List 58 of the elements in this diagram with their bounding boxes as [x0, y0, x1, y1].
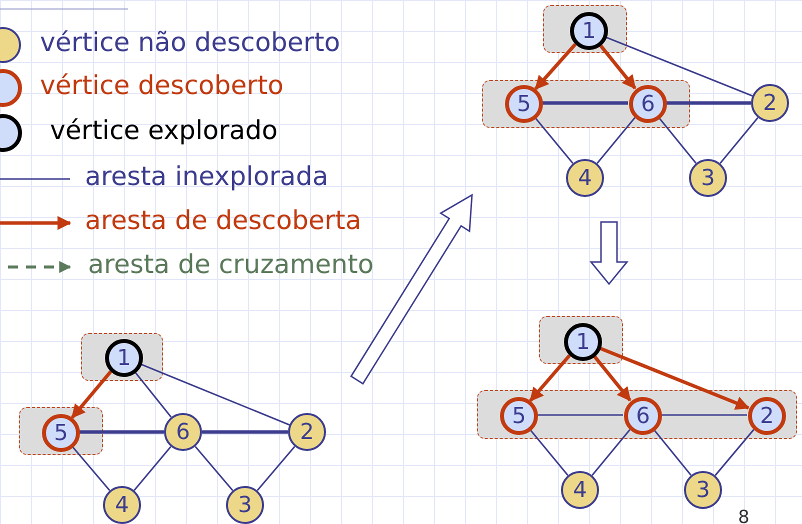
arrow [70, 370, 112, 419]
level-box [539, 316, 623, 364]
arrow [598, 346, 750, 410]
vertex-circle: 3 [684, 471, 722, 509]
edge-line [719, 117, 759, 164]
edge-line [714, 429, 754, 476]
level-box [477, 390, 797, 439]
vertex-circle: 5 [42, 414, 80, 452]
vertex-circle: 3 [689, 159, 727, 197]
edge-line [202, 430, 288, 434]
vertex-circle: 2 [751, 84, 789, 122]
legend-text: vértice explorado [50, 118, 278, 144]
legend-text: aresta de descoberta [85, 208, 362, 234]
edge-line [537, 414, 623, 416]
level-box [19, 407, 103, 455]
edge-line [591, 429, 631, 476]
level-box [482, 80, 690, 128]
arrow [534, 43, 577, 90]
edge-line [134, 446, 172, 491]
vertex-circle: 6 [164, 413, 202, 451]
edge-line [256, 446, 296, 492]
edge-line [666, 101, 751, 105]
edge-line [529, 429, 569, 476]
legend-text: aresta inexplorada [85, 164, 328, 190]
page-number: 8 [738, 509, 750, 524]
edge-line [596, 117, 636, 164]
legend-text: vértice não descoberto [40, 30, 340, 56]
arrow [592, 354, 632, 402]
vertex-circle: 1 [105, 339, 143, 377]
vertex-circle: 4 [103, 486, 141, 524]
level-box [81, 333, 163, 381]
edge-line [653, 429, 692, 476]
edge-line [140, 363, 290, 426]
edge-line [661, 414, 747, 416]
edge-line [79, 430, 164, 434]
legend-text: aresta de cruzamento [88, 252, 374, 278]
vertex-circle: 1 [570, 12, 608, 50]
arrow [598, 44, 636, 90]
level-box [543, 5, 627, 53]
vertex-circle: 6 [624, 397, 662, 435]
vertex-circle: 3 [226, 486, 264, 524]
vertex-circle: 4 [566, 159, 604, 197]
edge-line [134, 371, 172, 418]
vertex-circle: 2 [288, 413, 326, 451]
vertex-circle: 5 [505, 85, 543, 123]
vertex-circle: 1 [564, 323, 602, 361]
edge-line [542, 101, 628, 105]
arrow [529, 354, 571, 402]
edge-line [534, 117, 574, 164]
edge-line [658, 117, 697, 164]
edge-line [194, 446, 234, 492]
legend-text: vértice descoberto [40, 73, 284, 99]
vertex-circle: 2 [748, 397, 786, 435]
vertex-circle: 5 [500, 397, 538, 435]
vertex-circle: 6 [629, 85, 667, 123]
edge-line [72, 446, 110, 492]
edge-line [605, 36, 753, 97]
vertex-circle: 4 [561, 471, 599, 509]
